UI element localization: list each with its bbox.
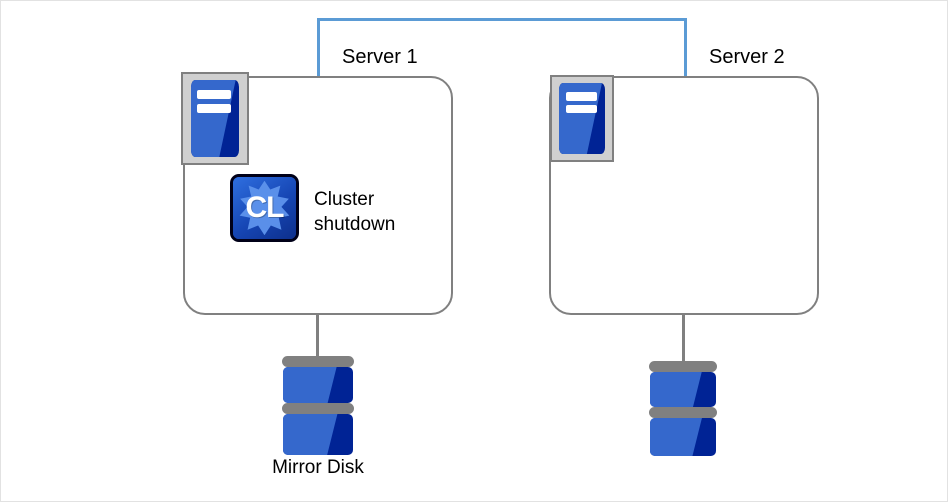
- cluster-shutdown-caption-line-1: Cluster: [314, 189, 375, 210]
- server-2-disk-connector: [682, 314, 685, 362]
- disk-plate-middle: [282, 403, 354, 414]
- interconnect-left-drop-line: [317, 18, 320, 77]
- server-machine-icon-body: [190, 80, 240, 157]
- server-machine-icon-bar-1: [197, 90, 231, 100]
- disk-body-lower: [650, 418, 716, 456]
- disk-body-upper: [283, 367, 353, 403]
- interconnect-right-drop-line: [684, 18, 687, 77]
- cluster-icon-glyph: CL: [245, 191, 285, 224]
- server-machine-icon-body: [559, 82, 605, 155]
- server-machine-icon-bar-2: [197, 103, 231, 114]
- cluster-shutdown-caption-line-2: shutdown: [314, 214, 396, 235]
- server-2-mirror-disk-icon: [649, 361, 717, 456]
- server-1-label: Server 1: [342, 46, 418, 68]
- interconnect-horizontal-line: [317, 18, 687, 21]
- disk-plate-top: [649, 361, 717, 372]
- server-2-label: Server 2: [709, 46, 785, 68]
- server-machine-icon-bar-1: [565, 92, 597, 101]
- cluster-shutdown-icon: CL: [230, 174, 299, 242]
- disk-plate-middle: [649, 407, 717, 418]
- server-2-box: [549, 76, 819, 315]
- disk-plate-top: [282, 356, 354, 367]
- mirror-disk-caption: Mirror Disk: [272, 457, 364, 478]
- server-1-mirror-disk-icon: [282, 356, 354, 455]
- server-machine-icon-bar-2: [565, 104, 597, 114]
- disk-body-upper: [650, 372, 716, 407]
- disk-body-lower: [283, 414, 353, 455]
- server-1-disk-connector: [316, 314, 319, 359]
- server-1-machine-icon: [181, 72, 249, 165]
- server-2-machine-icon: [550, 75, 614, 162]
